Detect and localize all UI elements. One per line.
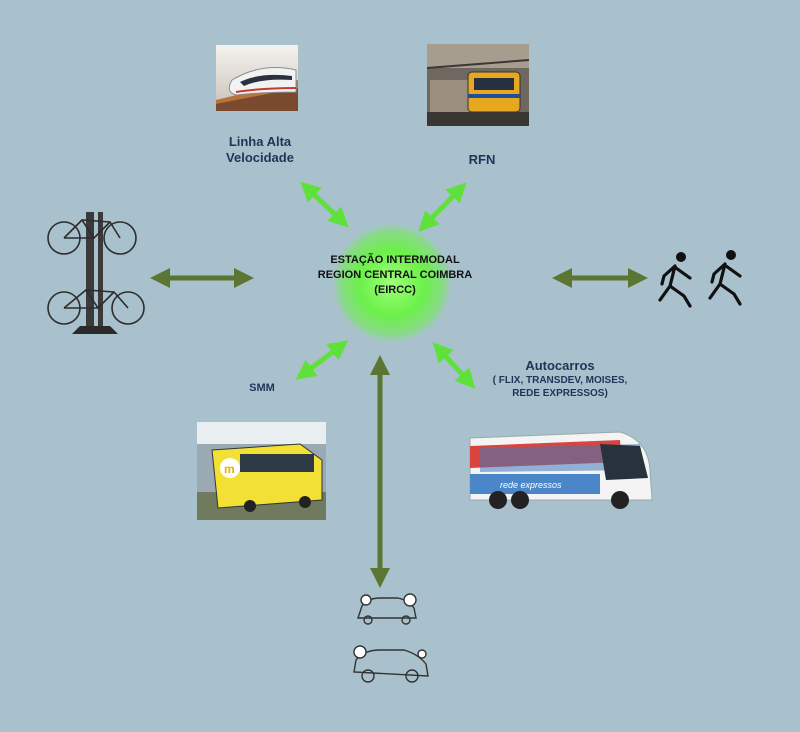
- walking-people-icon: [658, 250, 742, 308]
- arrow-high-speed: [300, 181, 349, 228]
- buses-label-title: Autocarros: [525, 358, 595, 373]
- buses-label-line2: ( FLIX, TRANSDEV, MOISES,: [492, 375, 628, 386]
- shared-car-icon: [353, 593, 429, 683]
- buses-label-line3: REDE EXPRESSOS): [512, 388, 608, 399]
- high-speed-label-line1: Linha Alta: [228, 134, 292, 149]
- arrow-smm: [295, 340, 349, 380]
- high-speed-train-photo: [216, 45, 298, 111]
- hub-label-line2: REGION CENTRAL COIMBRA: [317, 269, 473, 281]
- hub-glow: [332, 223, 452, 343]
- high-speed-label: Linha Alta Velocidade: [200, 134, 320, 166]
- metro-bus-photo: m: [197, 422, 326, 520]
- rfn-label: RFN: [468, 152, 496, 167]
- svg-text:m: m: [224, 462, 235, 476]
- coach-bus-photo: rede expressos: [469, 431, 653, 509]
- hub-label-line1: ESTAÇÃO INTERMODAL: [330, 254, 460, 266]
- hub-label: ESTAÇÃO INTERMODAL REGION CENTRAL COIMBR…: [300, 253, 490, 298]
- smm-label: SMM: [249, 382, 275, 394]
- buses-label: Autocarros ( FLIX, TRANSDEV, MOISES, RED…: [450, 358, 670, 400]
- regional-train-photo: [426, 44, 530, 126]
- hub-label-line3: (EIRCC): [374, 284, 416, 296]
- arrow-rfn: [418, 182, 467, 232]
- bicycle-rack-icon: [47, 212, 145, 334]
- svg-text:rede expressos: rede expressos: [500, 480, 562, 490]
- high-speed-label-line2: Velocidade: [226, 150, 294, 165]
- arrow-buses: [432, 342, 476, 389]
